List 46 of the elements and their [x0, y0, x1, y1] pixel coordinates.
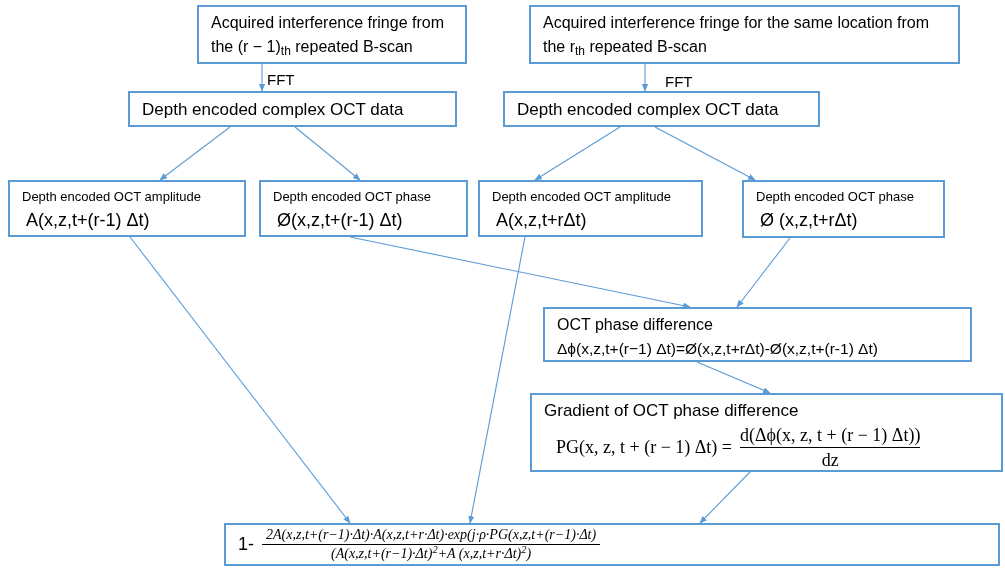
- formula: A(x,z,t+(r-1) Δt): [25, 209, 151, 232]
- arrow: [696, 361, 771, 394]
- box-heading: Acquired interference fringe for the same location from the r$_{th}$ repeated B-scan: [543, 13, 930, 59]
- process-box: [742, 180, 945, 238]
- box-heading: Depth encoded OCT amplitude: [492, 188, 672, 206]
- arrow: [129, 236, 351, 524]
- formula: Δϕ(x,z,t+(r−1) Δt)=Ø(x,z,t+rΔt)-Ø(x,z,t+(r-1) Δt): [557, 339, 879, 359]
- arrow: [294, 126, 361, 181]
- fraction-denominator: dz: [821, 449, 839, 472]
- process-box: [128, 91, 457, 127]
- arrow: [258, 63, 266, 92]
- box-heading: Depth encoded OCT phase: [756, 188, 916, 206]
- arrow: [349, 236, 691, 309]
- process-box: [530, 393, 1003, 472]
- process-box: [478, 180, 703, 237]
- process-box: [543, 307, 972, 362]
- arrow: [534, 126, 621, 181]
- box-heading: Depth encoded OCT amplitude: [22, 188, 202, 206]
- arrow: [641, 63, 649, 92]
- box-label: Depth encoded complex OCT data: [142, 99, 405, 121]
- arrow: [468, 236, 526, 524]
- formula: PG(x, z, t + (r − 1) Δt) =: [556, 436, 732, 459]
- fraction-numerator: d(Δϕ(x, z, t + (r − 1) Δt)): [740, 423, 921, 448]
- formula: 1-: [238, 533, 254, 556]
- process-box: [503, 91, 820, 127]
- arrow: [159, 126, 231, 181]
- process-box: [529, 5, 960, 64]
- formula: A(x,z,t+rΔt): [495, 209, 588, 232]
- fraction-denominator: (A(x,z,t+(r−1)·Δt)$^{2}$+A (x,z,t+r·Δt)$^{2}$): [331, 545, 532, 563]
- process-box: [197, 5, 467, 64]
- box-label: Depth encoded complex OCT data: [517, 99, 780, 121]
- fraction-numerator: 2A(x,z,t+(r−1)·Δt)·A(x,z,t+r·Δt)·exp(j·ρ·PG(x,z,t+(r−1)·Δt): [262, 526, 601, 545]
- formula: Ø(x,z,t+(r-1) Δt): [276, 209, 404, 232]
- arrow: [699, 471, 751, 524]
- box-heading: Depth encoded OCT phase: [273, 188, 433, 206]
- box-heading: OCT phase difference: [557, 315, 714, 335]
- arrow: [736, 237, 791, 308]
- process-box: [8, 180, 246, 237]
- formula: Ø (x,z,t+rΔt): [759, 209, 859, 232]
- edge-label: FFT: [266, 72, 296, 88]
- edge-label: FFT: [664, 74, 694, 90]
- box-heading: Gradient of OCT phase difference: [544, 400, 800, 422]
- process-box: [259, 180, 468, 237]
- process-box: [224, 523, 1000, 566]
- arrow: [654, 126, 756, 181]
- box-heading: Acquired interference fringe from the (r − 1)$_{th}$ repeated B-scan: [211, 13, 445, 59]
